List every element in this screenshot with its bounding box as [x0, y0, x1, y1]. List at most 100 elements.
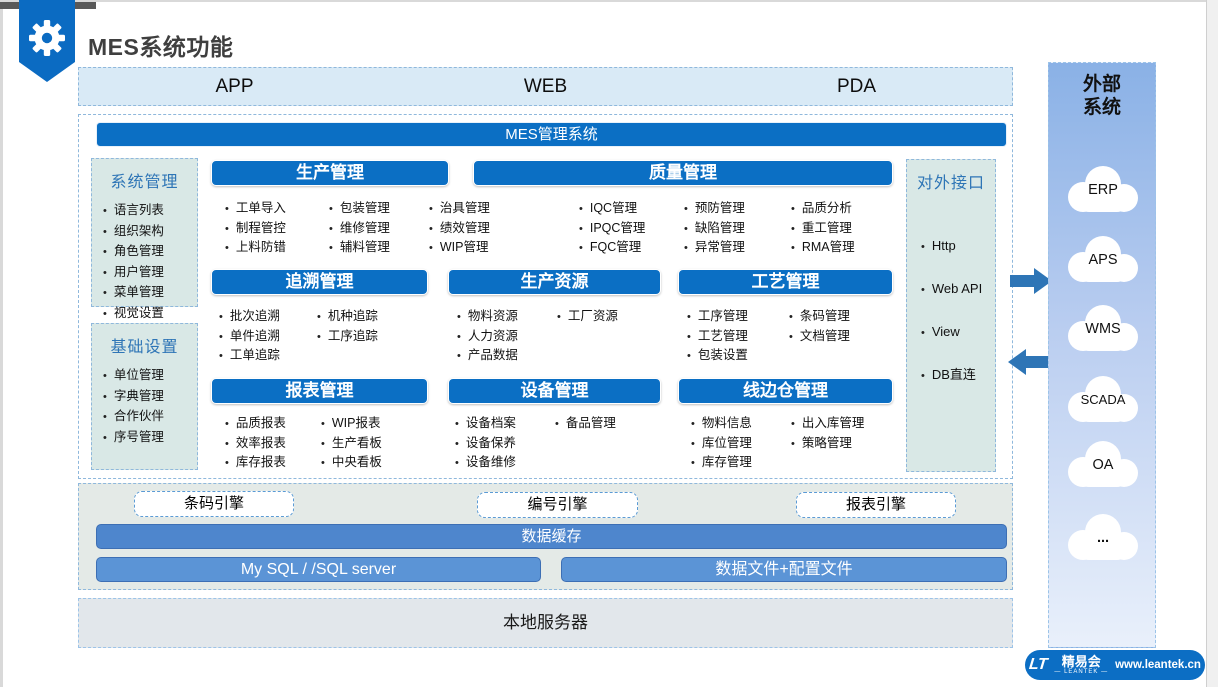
- list-item: WIP报表: [321, 414, 382, 434]
- process-col-2: 条码管理文档管理: [789, 307, 850, 346]
- list-item: 字典管理: [103, 387, 197, 408]
- number-engine-box: 编号引擎: [477, 492, 638, 518]
- system-management-list: 语言列表组织架构角色管理用户管理菜单管理视觉设置: [92, 201, 197, 324]
- cloud-scada: SCADA: [1061, 372, 1145, 426]
- list-item: 预防管理: [684, 199, 745, 219]
- list-item: 策略管理: [791, 434, 864, 454]
- ribbon-badge: [19, 0, 75, 82]
- data-cache-bar: 数据缓存: [96, 524, 1007, 549]
- production-col-2: 包装管理维修管理辅料管理: [329, 199, 390, 258]
- list-item: 工艺管理: [687, 327, 748, 347]
- external-systems-panel: 外部系统 ERP APS WMS SCADA OA ...: [1048, 62, 1156, 648]
- list-item: IPQC管理: [579, 219, 646, 239]
- gear-icon: [29, 20, 65, 56]
- trace-col-2: 机种追踪工序追踪: [317, 307, 378, 346]
- slide-left-edge: [0, 0, 3, 687]
- warehouse-col-2: 出入库管理策略管理: [791, 414, 865, 454]
- list-item: 组织架构: [103, 222, 197, 243]
- list-item: 库位管理: [691, 434, 752, 454]
- list-item: 上料防错: [225, 238, 286, 258]
- list-item: 工序管理: [687, 307, 748, 327]
- window-right-gutter: [1206, 0, 1218, 687]
- cloud-icon: [1068, 305, 1138, 351]
- external-interface-title: 对外接口: [916, 175, 985, 192]
- list-item: 效率报表: [225, 434, 286, 454]
- list-item: 序号管理: [103, 428, 197, 449]
- list-item: 语言列表: [103, 201, 197, 222]
- list-item: 设备保养: [455, 434, 516, 454]
- section-header-resource: 生产资源: [448, 269, 661, 295]
- quality-col-2: 预防管理缺陷管理异常管理: [684, 199, 745, 258]
- list-item: Web API: [921, 280, 995, 299]
- list-item: 设备维修: [455, 453, 516, 473]
- list-item: 物料资源: [457, 307, 518, 327]
- section-header-report: 报表管理: [211, 378, 428, 404]
- list-item: 备品管理: [555, 414, 616, 434]
- list-item: IQC管理: [579, 199, 645, 219]
- basic-settings-box: 基础设置 单位管理字典管理合作伙伴序号管理: [91, 323, 198, 470]
- section-header-warehouse: 线边仓管理: [678, 378, 893, 404]
- list-item: 角色管理: [103, 242, 197, 263]
- leantek-sub: — LEANTEK —: [1054, 669, 1109, 675]
- list-item: 异常管理: [684, 238, 745, 258]
- list-item: 工单追踪: [219, 346, 280, 366]
- cloud-erp: ERP: [1061, 162, 1145, 216]
- section-header-quality: 质量管理: [473, 160, 893, 186]
- list-item: 条码管理: [789, 307, 850, 327]
- cloud-icon: [1068, 514, 1138, 560]
- leantek-logo-mark: LT: [1028, 656, 1049, 673]
- list-item: WIP管理: [429, 238, 490, 258]
- leantek-brand-block: 精易会 — LEANTEK —: [1054, 655, 1108, 675]
- resource-col-1: 物料资源人力资源产品数据: [457, 307, 518, 366]
- external-interface-list: HttpWeb APIViewDB直连: [907, 237, 995, 385]
- list-item: 重工管理: [791, 219, 855, 239]
- resource-col-2: 工厂资源: [557, 307, 618, 327]
- list-item: 缺陷管理: [684, 219, 745, 239]
- list-item: 库存管理: [691, 453, 752, 473]
- section-header-production: 生产管理: [211, 160, 449, 186]
- cloud-icon: [1068, 441, 1138, 487]
- report-col-2: WIP报表生产看板中央看板: [321, 414, 382, 473]
- list-item: 辅料管理: [329, 238, 390, 258]
- arrow-left-icon: [1008, 349, 1050, 375]
- list-item: 治具管理: [429, 199, 490, 219]
- cloud-icon: [1068, 166, 1138, 212]
- cloud-icon: [1068, 236, 1138, 282]
- list-item: 工单导入: [225, 199, 286, 219]
- list-item: 生产看板: [321, 434, 382, 454]
- quality-col-3: 品质分析重工管理RMA管理: [791, 199, 855, 258]
- cloud-more: ...: [1061, 510, 1145, 564]
- trace-col-1: 批次追溯单件追溯工单追踪: [219, 307, 280, 366]
- list-item: 文档管理: [789, 327, 850, 347]
- equipment-col-2: 备品管理: [555, 414, 616, 434]
- list-item: 人力资源: [457, 327, 518, 347]
- basic-settings-list: 单位管理字典管理合作伙伴序号管理: [92, 366, 197, 448]
- external-systems-title: 外部系统: [1082, 74, 1121, 118]
- list-item: 中央看板: [321, 453, 382, 473]
- list-item: 出入库管理: [791, 414, 865, 434]
- mes-system-container: MES管理系统 系统管理 语言列表组织架构角色管理用户管理菜单管理视觉设置 基础…: [78, 114, 1013, 479]
- slide-top-edge: [0, 0, 1218, 2]
- report-col-1: 品质报表效率报表库存报表: [225, 414, 286, 473]
- list-item: 用户管理: [103, 263, 197, 284]
- list-item: 工序追踪: [317, 327, 378, 347]
- barcode-engine-box: 条码引擎: [134, 491, 294, 517]
- local-server-bar: 本地服务器: [78, 598, 1013, 648]
- section-header-process: 工艺管理: [678, 269, 893, 295]
- list-item: 视觉设置: [103, 304, 197, 325]
- list-item: View: [921, 323, 995, 342]
- section-header-trace: 追溯管理: [211, 269, 428, 295]
- system-management-title: 系统管理: [110, 174, 179, 191]
- list-item: APP: [215, 75, 254, 97]
- production-col-1: 工单导入制程管控上料防错: [225, 199, 286, 258]
- list-item: 包装管理: [329, 199, 390, 219]
- list-item: 单位管理: [103, 366, 197, 387]
- page-title: MES系统功能: [88, 34, 234, 60]
- report-engine-box: 报表引擎: [796, 492, 956, 518]
- list-item: 库存报表: [225, 453, 286, 473]
- quality-col-1: IQC管理IPQC管理FQC管理: [579, 199, 646, 258]
- system-management-box: 系统管理 语言列表组织架构角色管理用户管理菜单管理视觉设置: [91, 158, 198, 320]
- list-item: WEB: [523, 75, 568, 97]
- list-item: 维修管理: [329, 219, 390, 239]
